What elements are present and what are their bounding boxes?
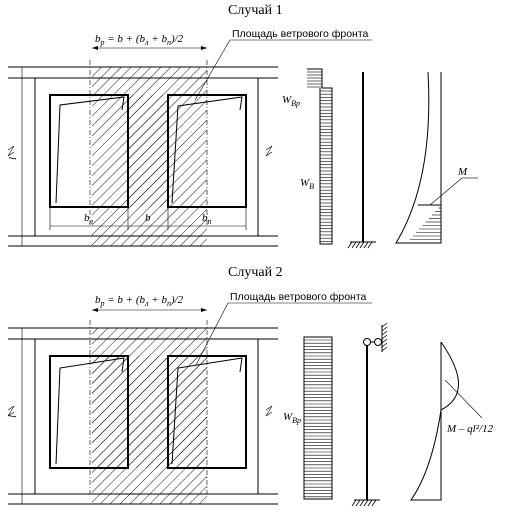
hatch-line: [355, 241, 361, 249]
case1-dim-right: bп: [202, 212, 212, 226]
hatch-line: [363, 241, 369, 249]
hatch-line: [381, 322, 388, 328]
hatch-line: [363, 499, 369, 507]
hatch-line: [367, 241, 373, 249]
case1-load-diagram: [307, 68, 333, 245]
case1-wind-area-label: Площадь ветрового фронта: [232, 28, 369, 40]
case2-height-label: l: [7, 415, 19, 418]
case1-moment-label: M: [457, 166, 468, 178]
hatch-line: [359, 241, 365, 249]
svg-text:bр = b + (bл + bп)/2: bр = b + (bл + bп)/2: [95, 294, 184, 308]
hatch-line: [371, 499, 377, 507]
case1-formula: bр = b + (bл + bп)/2: [95, 33, 184, 47]
case2-moment-diagram: [410, 341, 459, 501]
case1-title: Случай 1: [228, 3, 283, 18]
case1-break-left: [7, 145, 15, 157]
case1-load-top: WBp: [282, 94, 300, 108]
hatch-line: [381, 334, 388, 340]
case1-dim-left: bл: [84, 212, 94, 226]
hatch-line: [381, 346, 388, 352]
hatch-line: [367, 499, 373, 507]
case1-break-right: [265, 145, 273, 157]
hatch-line: [359, 499, 365, 507]
case2-pin-support: [363, 338, 371, 346]
case2-wind-area-label: Площадь ветрового фронта: [230, 291, 367, 303]
case1-moment-diagram: [395, 71, 442, 244]
case1-height-label: l: [7, 157, 19, 160]
hatch-line: [381, 342, 388, 348]
case2-formula: bр = b + (bл + bп)/2: [95, 294, 184, 308]
case2-moment-label: M – ql²/12: [446, 423, 494, 435]
case2-load: WBp: [283, 411, 301, 425]
case1-load-bottom: WB: [300, 177, 314, 191]
case1-right-sash: [171, 96, 243, 204]
hatch-line: [351, 499, 357, 507]
hatch-line: [351, 241, 357, 249]
svg-text:bр = b + (bл + bп)/2: bр = b + (bл + bп)/2: [95, 33, 184, 47]
case1-left-sash: [55, 96, 125, 204]
case1-dim-mid: b: [145, 212, 151, 224]
hatch-line: [381, 330, 388, 336]
case2-title: Случай 2: [228, 265, 283, 280]
hatch-line: [347, 241, 353, 249]
case2-moment-leader: [444, 379, 483, 419]
case2-load-diagram: [303, 336, 333, 500]
hatch-line: [381, 338, 388, 344]
case1-moment-leader: [429, 177, 463, 206]
hatch-line: [381, 326, 388, 332]
hatch-line: [355, 499, 361, 507]
